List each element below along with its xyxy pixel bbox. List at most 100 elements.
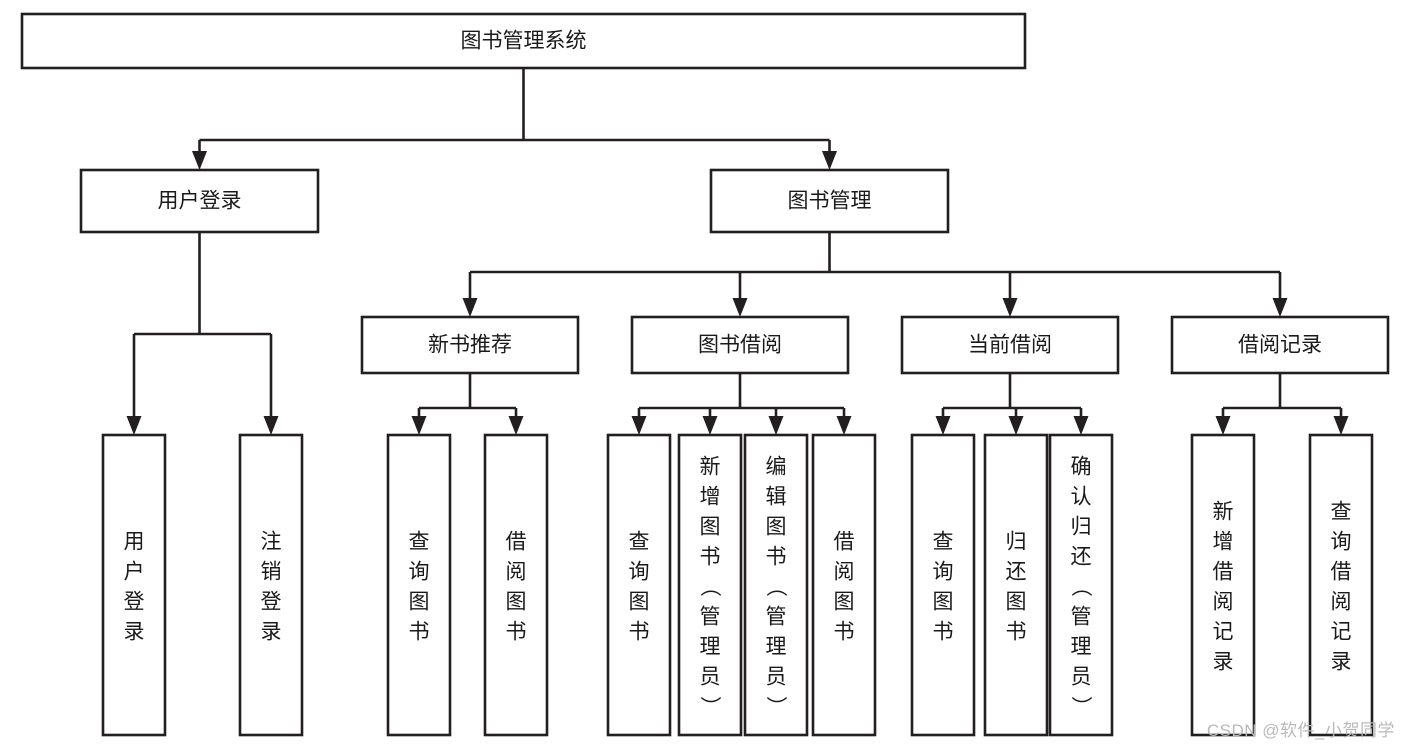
connectors-layer	[126, 68, 1349, 435]
node-label-char: （	[1069, 576, 1092, 597]
node-label-char: 管	[1071, 605, 1092, 628]
node-label-char: （	[764, 576, 787, 597]
node-box	[79, 168, 320, 234]
node-label-char: ）	[1069, 696, 1092, 717]
node-label-char: 记	[1213, 620, 1234, 643]
node-label-char: 增	[700, 485, 721, 508]
node-label-char: 新	[1213, 500, 1234, 523]
node-label-char: 阅	[1331, 590, 1352, 613]
arrow-head-icon	[631, 416, 647, 435]
node-label-char: 书	[629, 620, 650, 643]
node-label-char: 书	[1006, 620, 1027, 643]
node-box	[386, 433, 452, 737]
node-label: 新书推荐	[428, 334, 512, 357]
node-level3-1[interactable]: 图书借阅	[630, 315, 850, 375]
node-label-char: 图	[700, 515, 721, 538]
node-label-char: 查	[409, 530, 430, 553]
node-box	[900, 315, 1120, 375]
node-label-char: 书	[933, 620, 954, 643]
node-label-char: 理	[700, 635, 721, 658]
node-label-char: 增	[1213, 530, 1234, 553]
node-label-char: 录	[261, 620, 282, 643]
node-label: 借阅记录	[1238, 334, 1322, 357]
node-label-char: 查	[933, 530, 954, 553]
node-label-char: 图	[506, 590, 527, 613]
node-label-char: 注	[261, 530, 282, 553]
node-level3-0[interactable]: 新书推荐	[360, 315, 580, 375]
node-box	[360, 315, 580, 375]
node-level2-1[interactable]: 图书管理	[709, 168, 950, 234]
node-label-char: 员	[1071, 665, 1092, 688]
arrow-head-icon	[411, 416, 427, 435]
node-box	[743, 433, 809, 737]
node-label-char: 编	[766, 455, 787, 478]
arrow-head-icon	[702, 416, 718, 435]
node-label-char: 员	[766, 665, 787, 688]
node-root-0[interactable]: 图书管理系统	[20, 12, 1027, 70]
arrow-head-icon	[935, 416, 951, 435]
node-level3-3[interactable]: 借阅记录	[1170, 315, 1390, 375]
node-label-char: ）	[764, 696, 787, 717]
node-label-char: 销	[261, 560, 282, 583]
node-label-char: 确	[1071, 455, 1092, 478]
node-label-char: 书	[766, 545, 787, 568]
arrow-head-icon	[836, 416, 852, 435]
arrow-head-icon	[768, 416, 784, 435]
node-label-char: 图	[409, 590, 430, 613]
node-label-char: 借	[506, 530, 527, 553]
node-label-char: 阅	[834, 560, 855, 583]
node-label-char: 书	[700, 545, 721, 568]
node-label-char: 录	[124, 620, 145, 643]
node-label-char: 图	[834, 590, 855, 613]
node-box	[630, 315, 850, 375]
arrow-head-icon	[508, 416, 524, 435]
node-label-char: 还	[1071, 545, 1092, 568]
node-label-char: （	[698, 576, 721, 597]
node-box	[709, 168, 950, 234]
node-label: 图书借阅	[698, 334, 782, 357]
node-label-char: ）	[698, 696, 721, 717]
node-label-char: 图	[933, 590, 954, 613]
node-box	[677, 433, 743, 737]
node-label-char: 户	[124, 560, 145, 583]
node-leaf-0[interactable]: 用户登录	[101, 433, 167, 737]
node-label-char: 图	[629, 590, 650, 613]
node-label-char: 登	[261, 590, 282, 613]
arrow-head-icon	[1073, 416, 1089, 435]
node-label-char: 图	[766, 515, 787, 538]
node-box	[811, 433, 877, 737]
node-label-char: 理	[1071, 635, 1092, 658]
node-label-char: 员	[700, 665, 721, 688]
node-label: 当前借阅	[968, 334, 1052, 357]
node-label: 图书管理	[788, 190, 872, 213]
node-label-char: 归	[1071, 515, 1092, 538]
node-label-char: 阅	[506, 560, 527, 583]
node-label-char: 用	[124, 530, 145, 553]
node-label-char: 书	[506, 620, 527, 643]
node-level2-0[interactable]: 用户登录	[79, 168, 320, 234]
node-label-char: 归	[1006, 530, 1027, 553]
node-box	[1170, 315, 1390, 375]
node-label-char: 登	[124, 590, 145, 613]
arrow-head-icon	[462, 298, 478, 317]
nodes-layer: 图书管理系统用户登录图书管理新书推荐图书借阅当前借阅借阅记录用户登录注销登录查询…	[20, 12, 1390, 737]
node-label-char: 管	[700, 605, 721, 628]
node-level3-2[interactable]: 当前借阅	[900, 315, 1120, 375]
node-label-char: 管	[766, 605, 787, 628]
node-box	[1190, 433, 1256, 737]
node-box	[606, 433, 672, 737]
